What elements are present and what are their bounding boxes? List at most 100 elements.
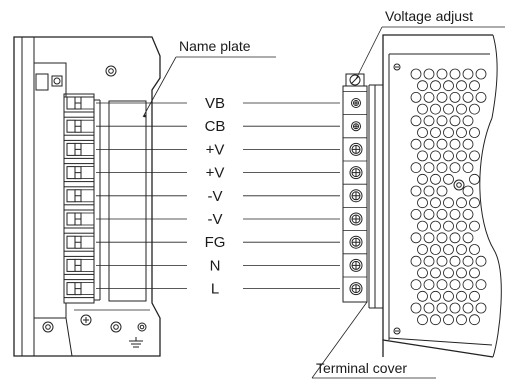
- screw-icon: [343, 114, 367, 132]
- screw-icon: [343, 253, 367, 272]
- vent-hole: [436, 185, 448, 197]
- vent-hole: [462, 162, 474, 174]
- vent-hole: [456, 150, 467, 162]
- vent-hole: [410, 232, 422, 244]
- terminal-label-text: FG: [205, 234, 226, 251]
- left-terminal: [63, 255, 95, 275]
- vent-hole: [462, 255, 474, 267]
- vent-hole: [423, 68, 435, 80]
- vent-hole: [469, 127, 480, 138]
- vent-hole: [475, 279, 487, 291]
- name-plate: [108, 100, 147, 302]
- vent-hole: [469, 150, 480, 162]
- right-unit: [342, 34, 502, 358]
- vent-hole: [456, 127, 467, 138]
- vent-hole: [475, 255, 487, 267]
- vent-hole: [462, 68, 474, 80]
- screw-icon: [393, 63, 401, 71]
- vent-hole: [443, 127, 454, 138]
- vent-hole: [443, 80, 454, 92]
- vent-hole: [436, 255, 448, 267]
- vent-hole: [449, 208, 461, 220]
- vent-hole: [443, 314, 454, 326]
- voltage-adjust-screw: [349, 74, 361, 86]
- screw-icon: [393, 327, 401, 335]
- vent-hole: [436, 92, 448, 103]
- vent-hole: [417, 127, 428, 138]
- vent-hole: [436, 208, 448, 220]
- vent-hole: [456, 197, 467, 209]
- vent-hole: [469, 314, 480, 326]
- vent-hole: [430, 290, 441, 302]
- vent-hole: [430, 103, 441, 115]
- left-terminal: [63, 93, 95, 113]
- vent-hole: [462, 138, 474, 150]
- vent-hole: [430, 220, 441, 232]
- vent-hole: [436, 162, 448, 174]
- vent-hole: [443, 220, 454, 232]
- vent-hole: [449, 255, 461, 267]
- vent-hole: [430, 80, 441, 92]
- terminal-label: +V: [96, 141, 340, 158]
- vent-hole: [449, 279, 461, 291]
- vent-hole: [469, 80, 480, 92]
- vent-hole: [469, 173, 480, 185]
- terminal-label: -V: [96, 211, 340, 228]
- screw-icon: [343, 276, 367, 296]
- left-terminal-block: [63, 93, 95, 304]
- vent-hole: [443, 267, 454, 279]
- vent-hole: [410, 162, 422, 174]
- vent-hole: [462, 232, 474, 244]
- screw-icon: [105, 65, 117, 77]
- screw-icon: [343, 91, 367, 108]
- left-terminal: [63, 116, 95, 136]
- vent-hole: [410, 68, 422, 80]
- vent-hole: [430, 244, 441, 255]
- vent-hole: [430, 197, 441, 209]
- vent-hole: [462, 208, 474, 220]
- vent-hole: [430, 314, 441, 326]
- screw-icon: [453, 179, 465, 191]
- vent-hole: [423, 92, 435, 103]
- vent-hole: [456, 103, 467, 115]
- left-terminal: [63, 232, 95, 252]
- vent-hole: [449, 138, 461, 150]
- voltage-adjust-callout: Voltage adjust: [385, 8, 473, 24]
- terminal-label-text: N: [210, 257, 221, 274]
- vent-hole: [469, 103, 480, 115]
- vent-hole: [469, 197, 480, 209]
- vent-hole: [417, 244, 428, 255]
- vent-hole: [430, 150, 441, 162]
- name-plate-callout: Name plate: [179, 38, 251, 54]
- screw-icon: [42, 321, 54, 333]
- vent-hole: [469, 290, 480, 302]
- vent-hole: [430, 267, 441, 279]
- terminal-label: VB: [96, 95, 340, 112]
- screw-icon: [137, 322, 147, 332]
- vent-hole: [443, 197, 454, 209]
- vent-hole: [443, 150, 454, 162]
- vent-hole: [417, 267, 428, 279]
- vent-hole: [423, 115, 435, 127]
- screw-icon: [80, 314, 92, 326]
- terminal-cover-callout: Terminal cover: [316, 360, 407, 376]
- vent-hole: [410, 115, 422, 127]
- terminal-label: CB: [96, 118, 340, 135]
- vent-hole: [456, 314, 467, 326]
- vent-hole: [462, 302, 474, 314]
- terminal-label-text: +V: [206, 165, 225, 182]
- vent-hole: [436, 68, 448, 80]
- vent-hole: [410, 92, 422, 103]
- vent-hole: [456, 220, 467, 232]
- terminal-label: FG: [96, 234, 340, 251]
- screw-icon: [343, 160, 367, 180]
- terminal-label: N: [96, 257, 340, 274]
- left-terminal: [63, 186, 95, 206]
- vent-hole: [449, 68, 461, 80]
- vent-hole: [449, 162, 461, 174]
- terminal-label-text: +V: [206, 141, 225, 158]
- vent-hole: [410, 255, 422, 267]
- right-terminal-block: [343, 91, 367, 296]
- ventilation-holes: [410, 68, 487, 326]
